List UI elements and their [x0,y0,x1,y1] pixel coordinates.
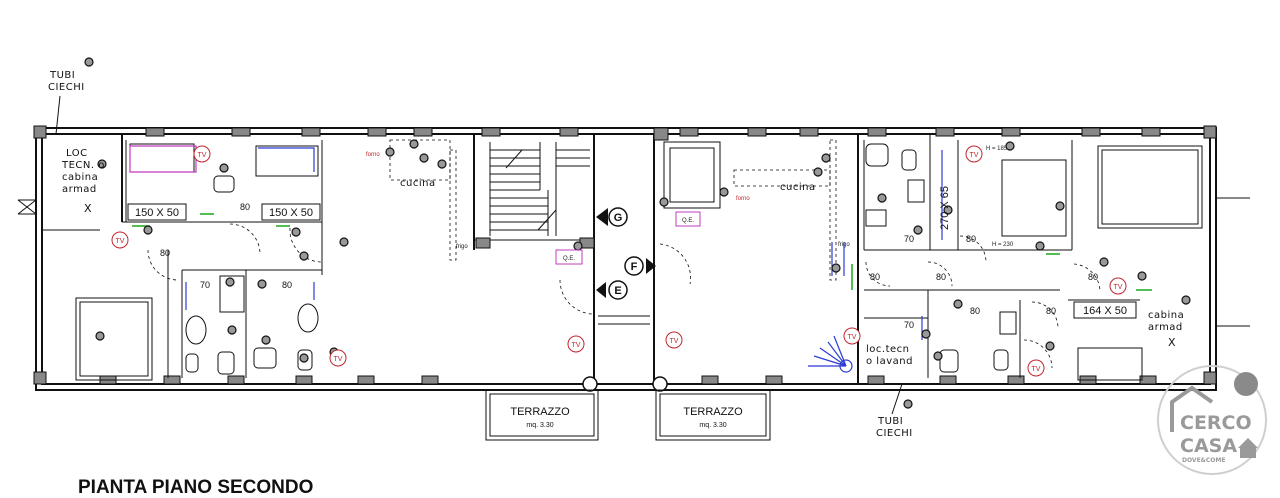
dim-150x50-b: 150 X 50 [269,207,313,219]
cabina-armad-label: cabina armad [1148,310,1188,333]
logo-line1: CERCO [1180,412,1252,434]
stair-marker-f: F [624,256,656,276]
tubi-line-bottom: TUBI [877,416,903,427]
dim-70: 70 [200,280,210,290]
dim-80: 80 [936,272,946,282]
terrace-left-name: TERRAZZO [510,406,570,418]
tv-label: TV [670,338,679,345]
terrace-right: TERRAZZO mq. 3.30 [652,376,771,441]
forno-label-right: forno [736,196,750,202]
dim-150x50-a: 150 X 50 [135,207,179,219]
tubi-line: TUBI [49,70,75,81]
x-mark-right: X [1168,336,1176,349]
tecn-line: TECN. o [61,160,105,171]
stair-marker-e: E [596,280,628,300]
logo-tagline: DOVE&COME [1182,457,1225,464]
tv-label: TV [116,238,125,245]
tv-label: TV [334,356,343,363]
tv-label: TV [198,152,207,159]
dimension-labels: 150 X 50 150 X 50 164 X 50 270 X 65 80 8… [127,186,1137,330]
x-mark-left: X [84,202,92,215]
stair-e-label: E [614,285,621,297]
room-labels: TUBI CIECHI LOC TECN. o cabina armad X c… [48,70,1188,439]
terrace-left: TERRAZZO mq. 3.30 [485,376,599,441]
cabina-line: cabina [62,172,98,183]
cucina-label-left: cucina [400,178,436,189]
lavand-line: o lavand [866,356,913,367]
terrace-right-area: mq. 3.30 [699,422,726,429]
qe-label-left: Q.E. [563,256,575,262]
dim-80: 80 [870,272,880,282]
tubi-ciechi-label-top: TUBI CIECHI [48,70,85,93]
loc-line: LOC [66,148,88,159]
terrace-right-name: TERRAZZO [683,406,743,418]
tv-label: TV [848,334,857,341]
staircase [489,141,721,236]
loctecn-line: loc.tecn [866,344,909,355]
stair-marker-g: G [596,207,628,227]
armad-line: armad [62,184,97,195]
dim-70: 70 [904,234,914,244]
dim-80: 80 [160,248,170,258]
height-185-label: H = 185 [986,146,1008,152]
dim-80: 80 [240,202,250,212]
forno-label-left: forno [366,152,380,158]
dim-80: 80 [970,306,980,316]
frigo-label-right: frigo [838,242,850,248]
dim-80: 80 [966,234,976,244]
cerco-casa-logo: CERCO CASA DOVE&COME [1157,365,1267,475]
stair-f-label: F [631,261,638,273]
appliance-labels: forno forno frigo frigo Q.E. Q.E. H = 18… [366,146,1014,265]
cabina-line-right: cabina [1148,310,1184,321]
dim-270x65: 270 X 65 [939,186,951,230]
loc-tecn-label: LOC TECN. o cabina armad [61,148,109,195]
loc-tecn-lavand-label: loc.tecn o lavand [866,344,913,367]
electrical-lines [129,145,1152,373]
qe-label-right: Q.E. [682,218,694,224]
dim-164x50: 164 X 50 [1083,305,1127,317]
dim-80: 80 [1046,306,1056,316]
tv-label: TV [1114,284,1123,291]
dim-80: 80 [1088,272,1098,282]
logo-line2: CASA [1180,435,1237,457]
tv-label: TV [572,342,581,349]
interior-walls [42,127,1140,384]
plan-title: PIANTA PIANO SECONDO [78,477,313,498]
cucina-label-right: cucina [780,182,816,193]
dim-80: 80 [282,280,292,290]
frigo-label-left: frigo [456,244,468,250]
stair-g-label: G [614,212,623,224]
tv-label: TV [1032,366,1041,373]
armad-line-right: armad [1148,322,1183,333]
terrace-left-area: mq. 3.30 [526,422,553,429]
outer-walls [17,125,1250,391]
ciechi-line-bottom: CIECHI [876,428,913,439]
tv-markers: TV TV TV TV TV TV TV TV TV [111,145,1127,377]
light-points [84,57,1191,409]
tv-label: TV [970,152,979,159]
ciechi-line: CIECHI [48,82,85,93]
furniture [75,139,1203,381]
height-230-label: H = 230 [992,242,1014,248]
tubi-ciechi-label-bottom: TUBI CIECHI [876,416,913,439]
dim-70: 70 [904,320,914,330]
